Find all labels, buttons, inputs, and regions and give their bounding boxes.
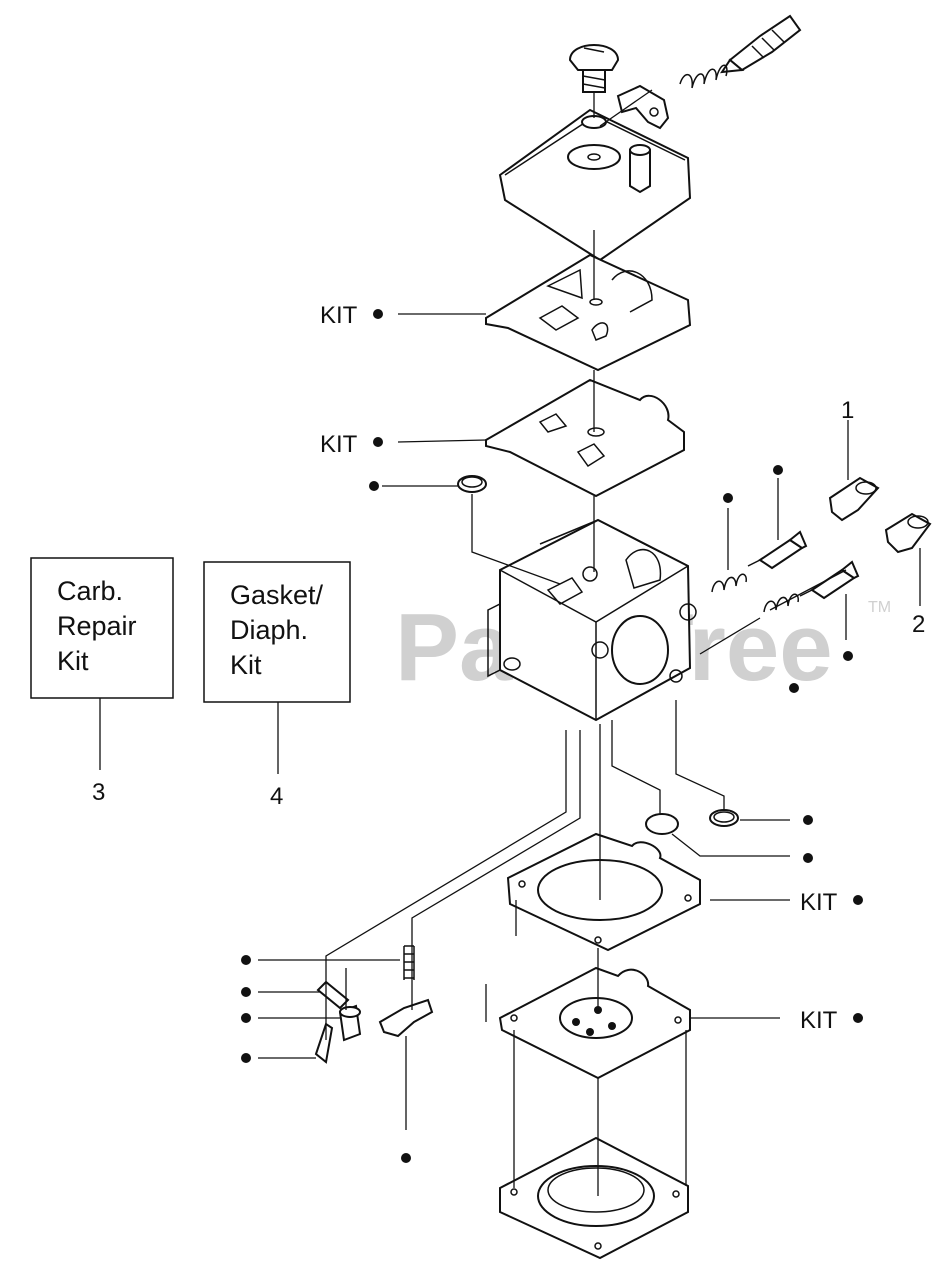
metering-cover[interactable] (499, 1136, 689, 1260)
pump-cover[interactable] (498, 108, 692, 262)
kit-dot-2 (373, 437, 383, 447)
kit-label-4: KIT (800, 1007, 838, 1034)
gasket-diaph-line-1: Gasket/ (230, 580, 324, 610)
high-speed-spring[interactable] (711, 573, 747, 593)
watermark-trademark: TM (868, 599, 891, 616)
metering-diaphragm[interactable] (498, 966, 691, 1080)
callout-3: 3 (92, 779, 105, 806)
ref-dot-pin (241, 987, 251, 997)
ref-dot-spring (241, 955, 251, 965)
metering-arm[interactable] (378, 998, 434, 1038)
part-2-fitting[interactable] (884, 512, 932, 554)
inlet-needle[interactable] (314, 1022, 334, 1064)
top-spring[interactable] (679, 64, 728, 89)
ref-dot-check-screen (803, 815, 813, 825)
ref-dot-needle-hs (773, 465, 783, 475)
kit-dot-4 (853, 1013, 863, 1023)
gasket-diaph-line-3: Kit (230, 650, 262, 680)
carburetor-body[interactable] (487, 518, 697, 722)
pump-gasket[interactable] (485, 253, 692, 372)
carb-repair-line-3: Kit (57, 646, 89, 676)
kit-label-3: KIT (800, 889, 838, 916)
ref-dot-screw (241, 1013, 251, 1023)
callout-4: 4 (270, 783, 283, 810)
hinge-pin[interactable] (316, 980, 350, 1010)
ref-dot-check-disc (803, 853, 813, 863)
ref-dot-spring-ls (789, 683, 799, 693)
carb-repair-line-1: Carb. (57, 576, 123, 606)
kit-label-2: KIT (320, 431, 358, 458)
high-speed-needle[interactable] (747, 530, 808, 570)
kit-dot-1 (373, 309, 383, 319)
ref-dot-needle-ls (843, 651, 853, 661)
check-valve-screen[interactable] (709, 809, 739, 827)
pump-diaphragm[interactable] (485, 378, 685, 498)
metering-gasket[interactable] (506, 832, 701, 952)
ref-dot-spring-hs (723, 493, 733, 503)
fuel-check-disc[interactable] (645, 813, 679, 835)
kit-dot-3 (853, 895, 863, 905)
low-speed-spring[interactable] (763, 593, 799, 613)
adjusting-screw-top[interactable] (719, 14, 802, 74)
gasket-diaph-line-2: Diaph. (230, 615, 308, 645)
low-speed-needle[interactable] (799, 560, 860, 600)
callout-2: 2 (912, 611, 925, 638)
part-1-fitting[interactable] (828, 476, 880, 522)
ref-dot-inlet-needle (241, 1053, 251, 1063)
kit-label-1: KIT (320, 302, 358, 329)
ref-dot-screen (369, 481, 379, 491)
callout-1: 1 (841, 397, 854, 424)
metering-lever[interactable] (616, 84, 670, 130)
metering-spring[interactable] (403, 945, 415, 980)
ref-dot-arm (401, 1153, 411, 1163)
inlet-screen[interactable] (457, 475, 487, 493)
gasket-diaph-kit-box[interactable]: Gasket/ Diaph. Kit (203, 561, 351, 703)
carb-repair-line-2: Repair (57, 611, 137, 641)
carb-repair-kit-box[interactable]: Carb. Repair Kit (30, 557, 174, 699)
pin-retaining-screw[interactable] (338, 1004, 362, 1042)
top-screw[interactable] (568, 44, 620, 93)
